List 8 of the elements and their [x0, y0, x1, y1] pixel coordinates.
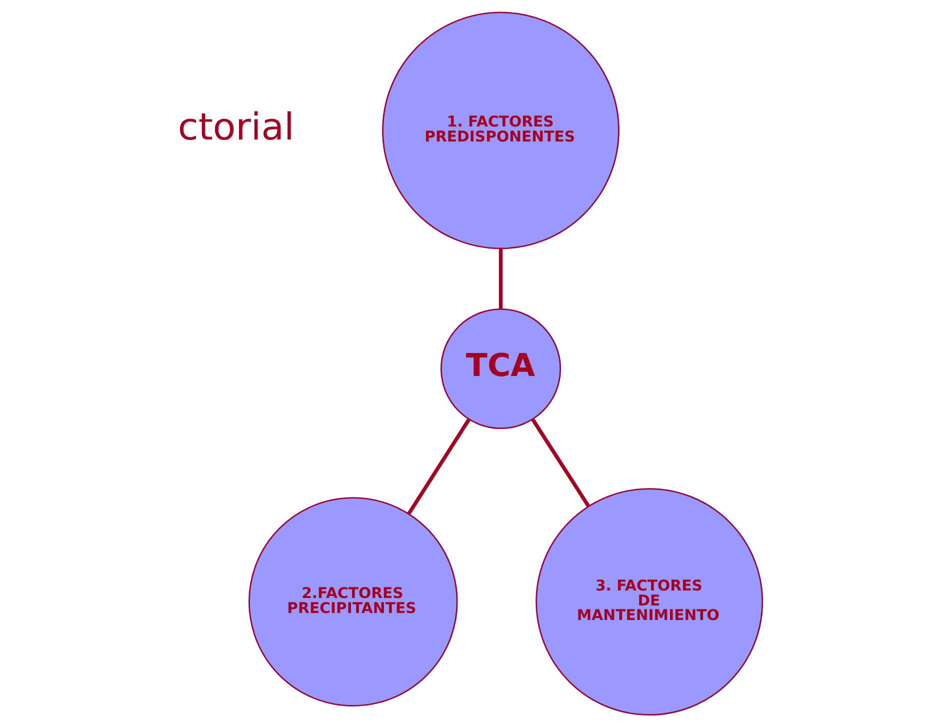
node-circle: TCA: [440, 308, 561, 430]
connector: [530, 418, 590, 508]
node-circle: 2.FACTORES PRECIPITANTES: [248, 497, 458, 706]
connector: [406, 418, 470, 515]
node-circle: 1. FACTORES PREDISPONENTES: [382, 12, 619, 250]
node-circle: 3. FACTORES DE MANTENIMIENTO: [535, 488, 763, 716]
label: ctorial: [177, 106, 294, 149]
connector: [498, 248, 502, 309]
